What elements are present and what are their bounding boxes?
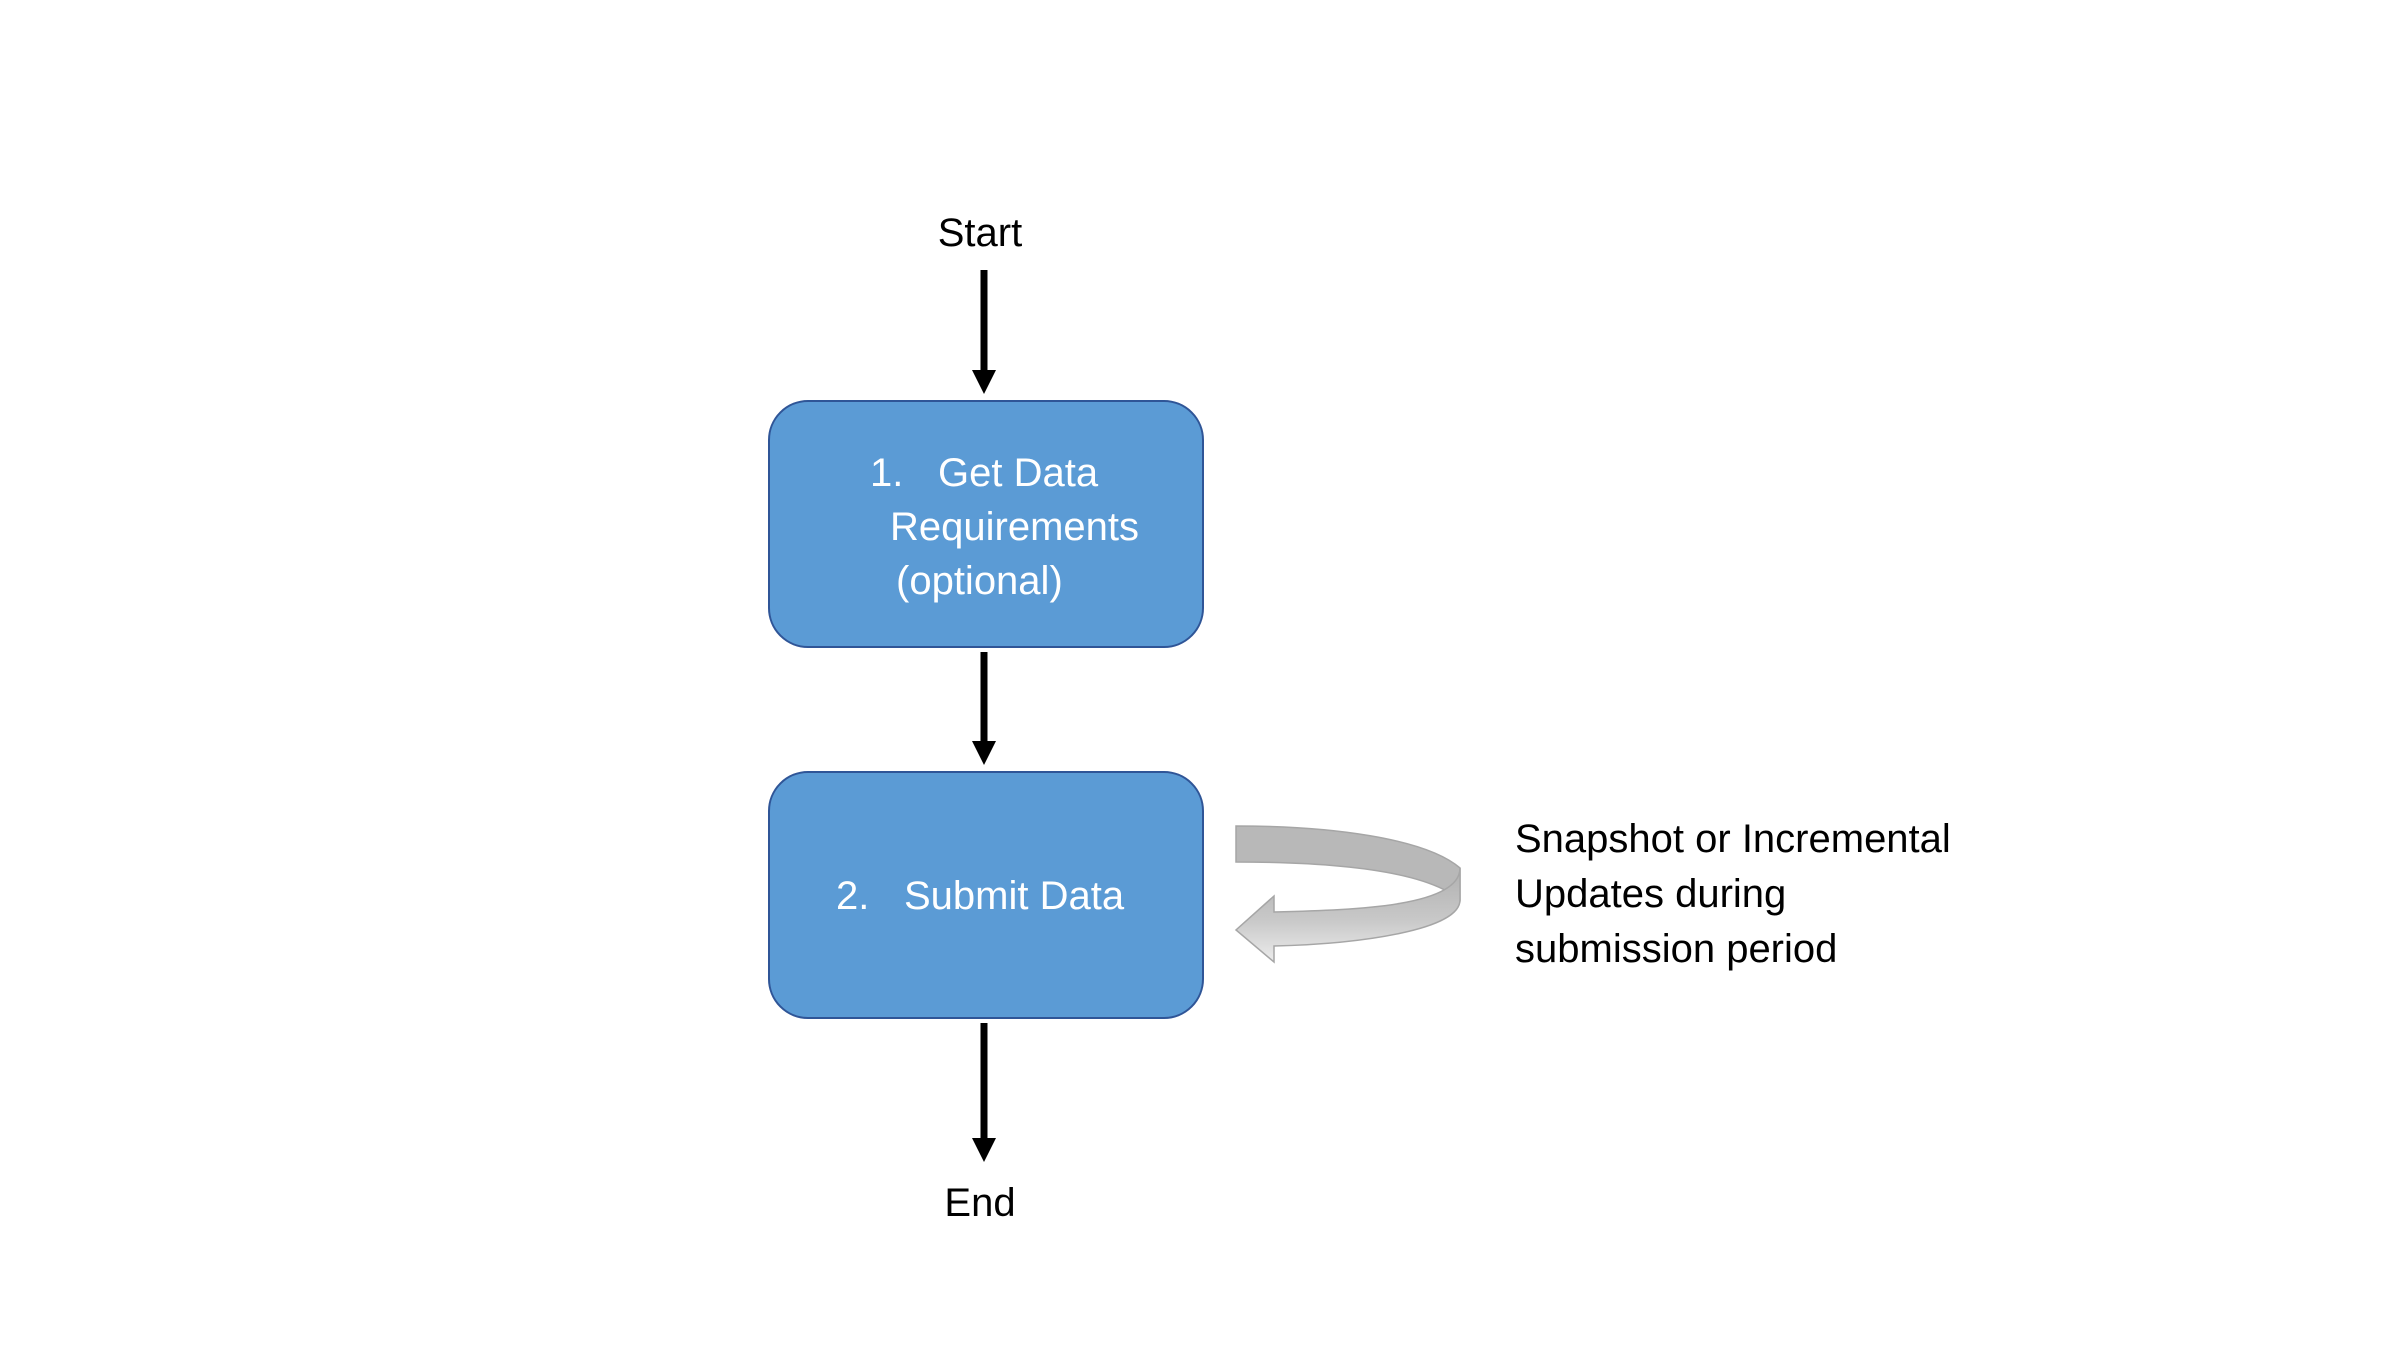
step-1-text-line-2: Requirements: [890, 505, 1140, 549]
step-1-box: 1. Get Data Requirements (optional): [768, 400, 1204, 648]
step-1-number: 1.: [870, 451, 904, 495]
step-1-text-line-1: Get Data: [938, 451, 1099, 495]
loop-note-line-2: Updates during: [1515, 872, 1787, 916]
loop-note: Snapshot or Incremental Updates during s…: [1515, 812, 2035, 977]
loop-note-line-3: submission period: [1515, 927, 1838, 971]
step-2-box: 2. Submit Data: [768, 771, 1204, 1019]
step-2-number: 2.: [836, 874, 870, 918]
start-label: Start: [937, 211, 1023, 255]
loop-back-arrow-icon: [1234, 825, 1461, 964]
step-2-text: Submit Data: [904, 874, 1125, 918]
arrow-step1-to-step2: [972, 652, 996, 765]
loop-note-line-1: Snapshot or Incremental: [1515, 817, 1951, 861]
arrow-step2-to-end: [972, 1023, 996, 1162]
step-1-text-line-3: (optional): [896, 559, 1063, 603]
arrow-start-to-step1: [972, 270, 996, 394]
end-label: End: [944, 1181, 1016, 1225]
